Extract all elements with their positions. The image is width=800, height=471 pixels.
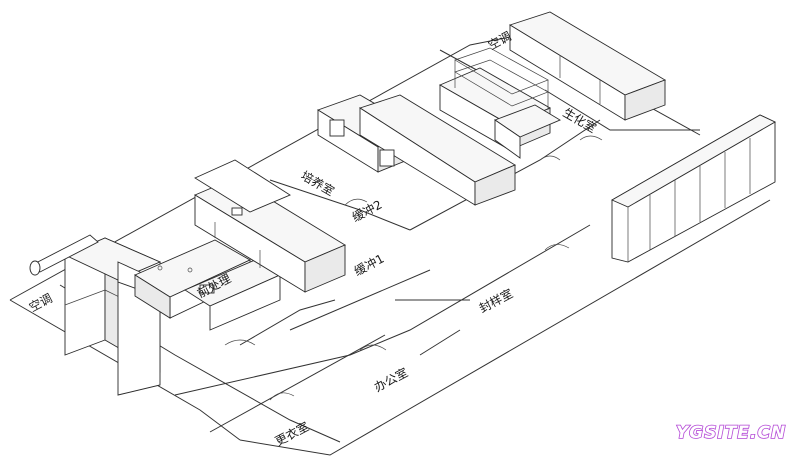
pretreatment-bench xyxy=(134,239,281,331)
room-label-office: 办公室 xyxy=(371,364,410,394)
fume-hood-cabinet xyxy=(29,234,162,396)
room-label-top-air: 空调 xyxy=(486,29,514,53)
tall-storage-cabinets xyxy=(611,114,776,263)
middle-long-bench xyxy=(194,159,346,293)
room-label-buffer-1: 缓冲1 xyxy=(351,251,386,279)
site-watermark: YGSITE.CN xyxy=(676,423,786,443)
culture-bench xyxy=(316,94,516,206)
room-label-air-conditioning: 空调 xyxy=(27,291,55,315)
floor-walls xyxy=(9,34,771,456)
room-label-changing: 更衣室 xyxy=(272,418,311,448)
room-label-sealed-sample: 封样室 xyxy=(476,285,515,315)
room-label-biochem: 生化室 xyxy=(561,105,600,136)
room-label-culture: 培养室 xyxy=(299,168,338,199)
biochem-shelving xyxy=(438,47,561,159)
top-right-bench xyxy=(508,11,667,121)
room-label-buffer-2: 缓冲2 xyxy=(349,197,384,225)
